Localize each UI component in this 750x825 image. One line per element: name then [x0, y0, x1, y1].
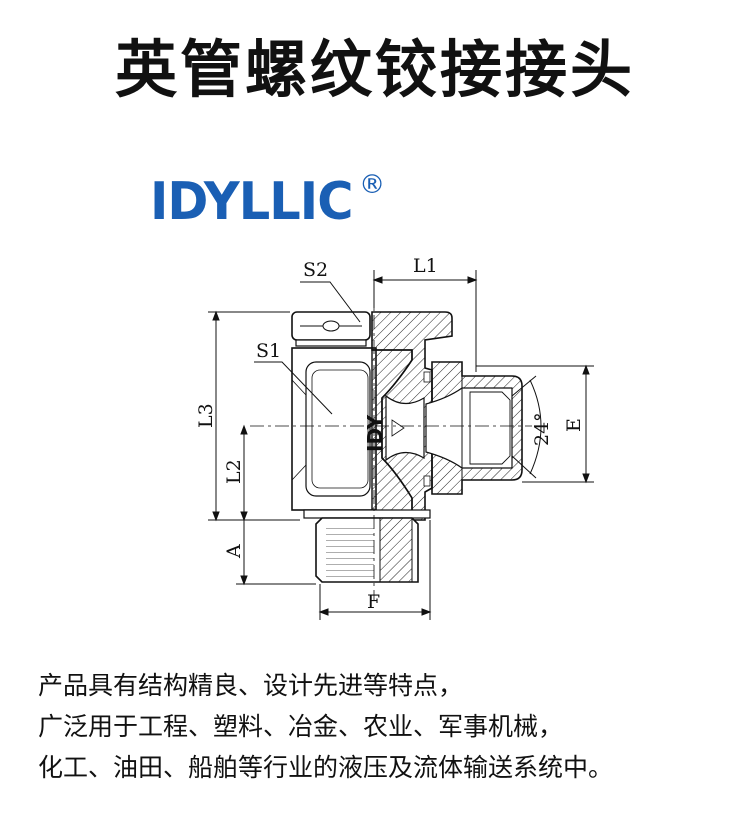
label-s2: S2 — [303, 259, 328, 281]
threaded-stud — [303, 509, 431, 583]
bolt-head — [291, 311, 371, 347]
nozzle-nut — [423, 361, 523, 495]
label-l1: L1 — [413, 255, 438, 277]
technical-drawing: S2 L1 S1 L3 L2 A F E 24° IDY — [195, 255, 594, 620]
dimension-lines — [208, 270, 594, 620]
description-line: 化工、油田、船舶等行业的液压及流体输送系统中。 — [38, 753, 614, 782]
description-line: 广泛用于工程、塑料、冶金、农业、军事机械， — [38, 712, 564, 741]
registered-mark: ® — [359, 170, 386, 200]
label-l3: L3 — [195, 403, 217, 428]
logo-text: IDYLLIC — [150, 172, 353, 232]
banjo-body — [291, 347, 377, 511]
label-angle: 24° — [531, 412, 553, 446]
centerlines — [250, 290, 532, 600]
label-s1: S1 — [256, 340, 281, 362]
label-l2: L2 — [223, 459, 245, 484]
body-mark: IDY — [363, 414, 387, 452]
label-e: E — [563, 418, 585, 432]
product-description: 产品具有结构精良、设计先进等特点， 广泛用于工程、塑料、冶金、农业、军事机械， … — [38, 665, 728, 788]
label-a: A — [223, 544, 245, 559]
brand-logo: IDYLLIC ® — [150, 170, 386, 232]
page-title: 英管螺纹铰接接头 — [114, 33, 635, 106]
label-f: F — [367, 591, 380, 613]
description-line: 产品具有结构精良、设计先进等特点， — [38, 671, 464, 700]
